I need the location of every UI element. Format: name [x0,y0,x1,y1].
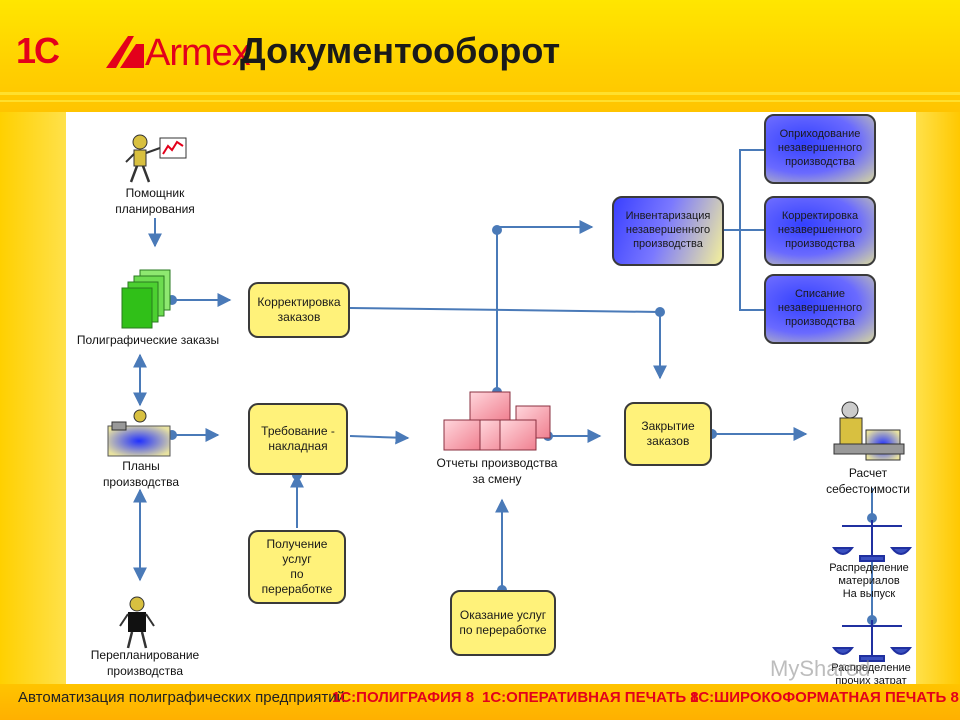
page-title: Документооборот [240,30,561,71]
armex-logo-icon [106,36,144,68]
planning-assistant-label: Помощник планирования [115,186,195,216]
connector-dot [867,513,877,523]
other-costs-scale-icon [831,620,913,662]
wip-receipt-box[interactable]: Оприходование незавершенного производств… [764,114,876,184]
header-stripe [0,92,960,95]
wip-correction-box[interactable]: Корректировка незавершенного производств… [764,196,876,266]
logo-1c: 1С [16,30,60,71]
other-costs-distribution-label: Распределение прочих затрат [831,662,911,684]
production-plans-label: Планы производства [102,459,180,489]
footer-product-1: 1С:ПОЛИГРАФИЯ 8 [332,689,475,706]
watermark: MyShared [770,656,871,681]
order-closing-box[interactable]: Закрытие заказов [624,402,712,466]
shift-reports-boxes-icon [443,391,551,451]
footer-product-3: 1С:ШИРОКОФОРМАТНАЯ ПЕЧАТЬ 8 [690,689,959,706]
replanner-person-icon [119,596,155,649]
footer-product-2: 1С:ОПЕРАТИВНАЯ ПЕЧАТЬ 8 [482,689,699,706]
planner-person-icon [125,134,187,183]
wip-writeoff-box[interactable]: Списание незавершенного производства [764,274,876,344]
shift-reports-label: Отчеты производства за смену [436,456,558,486]
wip-inventory-box[interactable]: Инвентаризация незавершенного производст… [612,196,724,266]
print-orders-label: Полиграфические заказы [76,333,220,347]
orders-documents-icon [121,269,171,329]
footer-band [0,684,960,720]
order-correction-box[interactable]: Корректировка заказов [248,282,350,338]
replanning-label: Перепланирование производства [90,648,200,678]
materials-scale-icon [831,520,913,562]
cost-calculation-label: Расчет себестоимости [826,466,910,496]
requirement-invoice-box[interactable]: Требование - накладная [248,403,348,475]
connector-dot [655,307,665,317]
planning-desk-icon [107,409,171,457]
connector-line [349,307,667,380]
logo-armex: Armex [145,32,251,74]
side-panel-right [916,112,960,688]
connector-line [349,430,410,445]
connector-dot [492,225,502,235]
footer-tagline: Автоматизация полиграфических предприяти… [18,689,345,706]
receiving-services-box[interactable]: Получение услуг по переработке [248,530,346,604]
connector-line [496,220,594,390]
header-stripe [0,100,960,102]
materials-distribution-label: Распределение материалов На выпуск [829,562,909,601]
side-panel-left [0,112,66,688]
costing-desk-icon [833,401,905,461]
providing-services-box[interactable]: Оказание услуг по переработке [450,590,556,656]
